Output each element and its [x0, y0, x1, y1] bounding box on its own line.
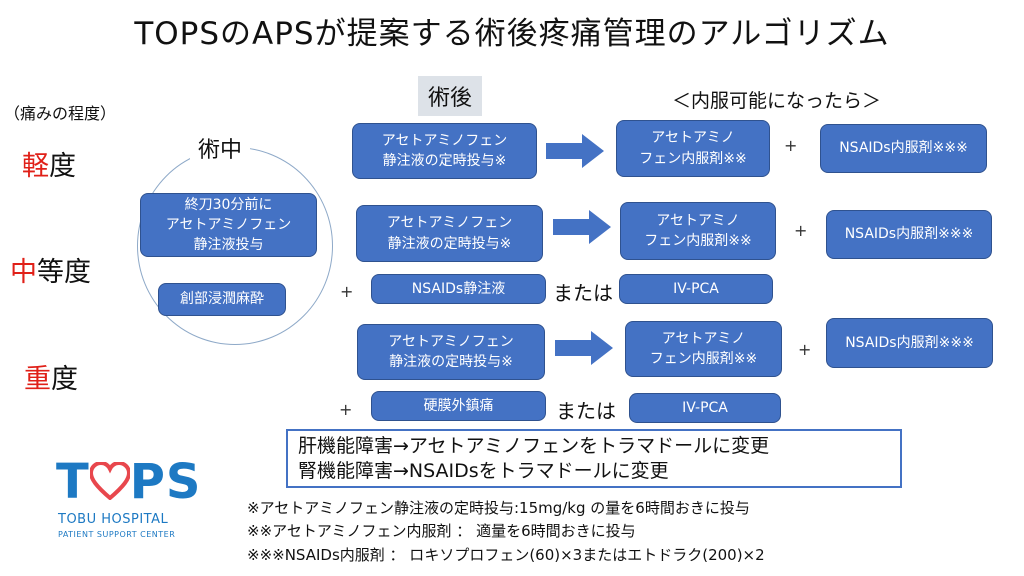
severe-oral-box: アセトアミノ フェン内服剤※※: [625, 321, 782, 377]
footnote-1: ※アセトアミノフェン静注液の定時投与:15mg/kg の量を6時間おきに投与: [247, 499, 750, 517]
logo-t: T: [56, 454, 90, 510]
heart-icon: [88, 460, 131, 501]
pain-scale-label: （痛みの程度）: [4, 104, 117, 123]
severe-addon-a-box: 硬膜外鎮痛: [371, 391, 546, 421]
severity-mild: 軽度: [22, 144, 76, 183]
mild-postop-box: アセトアミノフェン 静注液の定時投与※: [352, 123, 537, 179]
mild-arrow-icon: [546, 134, 604, 168]
moderate-addon-b-box: IV-PCA: [619, 274, 773, 304]
logo-ps: PS: [129, 454, 202, 510]
moderate-addon-a-box: NSAIDs静注液: [371, 274, 546, 304]
severe-postop-box: アセトアミノフェン 静注液の定時投与※: [357, 324, 545, 380]
severity-severe: 重度: [24, 357, 78, 396]
moderate-or-label: または: [553, 281, 613, 305]
intraop-infiltration-box: 創部浸潤麻酔: [158, 283, 286, 316]
severity-mild-rest: 度: [49, 151, 76, 182]
footnotes: ※アセトアミノフェン静注液の定時投与:15mg/kg の量を6時間おきに投与 ※…: [247, 497, 765, 567]
moderate-arrow-icon: [553, 210, 611, 244]
severe-plus: +: [798, 340, 812, 359]
warning-kidney: 腎機能障害→NSAIDsをトラマドールに変更: [298, 460, 669, 483]
severe-addon-plus: +: [339, 400, 353, 419]
severity-moderate: 中等度: [10, 250, 91, 289]
moderate-plus: +: [794, 221, 808, 240]
page-title: TOPSのAPSが提案する術後疼痛管理のアルゴリズム: [134, 16, 890, 52]
severity-severe-rest: 度: [51, 364, 78, 395]
severity-severe-accent: 重: [24, 364, 51, 395]
severity-moderate-rest: 等度: [37, 257, 91, 288]
severe-addon-b-box: IV-PCA: [629, 393, 781, 423]
phase-intraop-label: 術中: [190, 132, 251, 164]
footnote-2: ※※アセトアミノフェン内服剤 ： 適量を6時間おきに投与: [247, 522, 636, 541]
severe-or-label: または: [556, 399, 616, 423]
severity-mild-accent: 軽: [22, 151, 49, 182]
warning-liver: 肝機能障害→アセトアミノフェンをトラマドールに変更: [298, 435, 770, 457]
moderate-oral-box: アセトアミノ フェン内服剤※※: [620, 202, 776, 260]
footnote-3: ※※※NSAIDs内服剤 ： ロキソプロフェン(60)×3またはエトドラク(20…: [247, 545, 765, 564]
severity-moderate-accent: 中: [10, 257, 37, 288]
moderate-nsaid-box: NSAIDs内服剤※※※: [826, 210, 992, 259]
moderate-postop-box: アセトアミノフェン 静注液の定時投与※: [356, 205, 543, 262]
intraop-acetaminophen-box: 終刀30分前に アセトアミノフェン 静注液投与: [140, 193, 317, 257]
mild-oral-box: アセトアミノ フェン内服剤※※: [616, 120, 770, 177]
logo-hospital-name: TOBU HOSPITAL: [58, 512, 169, 527]
phase-oral-label: ＜内服可能になったら＞: [672, 90, 882, 112]
logo-center-name: PATIENT SUPPORT CENTER: [58, 530, 176, 539]
mild-plus: +: [784, 136, 798, 155]
severe-nsaid-box: NSAIDs内服剤※※※: [826, 318, 993, 368]
organ-dysfunction-warning: 肝機能障害→アセトアミノフェンをトラマドールに変更 腎機能障害→NSAIDsをト…: [286, 429, 902, 488]
moderate-addon-plus: +: [340, 282, 354, 301]
mild-nsaid-box: NSAIDs内服剤※※※: [820, 124, 987, 173]
severe-arrow-icon: [555, 331, 613, 365]
phase-postop-label: 術後: [418, 76, 483, 116]
